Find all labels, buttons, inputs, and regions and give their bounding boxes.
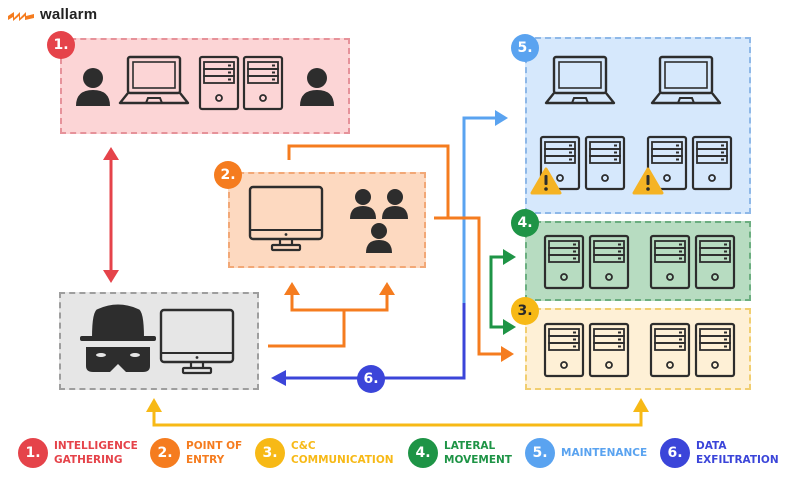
badge-stage-1: 1. [47, 31, 75, 59]
laptop-icon [650, 55, 722, 105]
legend-label: LATERAL [444, 440, 496, 452]
legend-badge: 3. [255, 438, 285, 468]
laptop-icon [118, 55, 190, 105]
arrow-point-of-entry [268, 144, 514, 362]
legend-item-lateral-movement: 4. LATERAL MOVEMENT [408, 438, 512, 468]
legend-item-intelligence-gathering: 1. INTELLIGENCE GATHERING [18, 438, 138, 468]
legend-label: MAINTENANCE [561, 447, 648, 459]
monitor-icon [248, 185, 324, 252]
server-icon [649, 322, 691, 378]
badge-stage-5: 5. [511, 34, 539, 62]
wallarm-logo: wallarm [8, 6, 97, 23]
badge-stage-6: 6. [357, 365, 385, 393]
arrow-data-exfiltration [271, 303, 466, 386]
legend-label: MOVEMENT [444, 454, 512, 466]
legend-label: ENTRY [186, 454, 225, 466]
server-icon [242, 55, 284, 111]
arrow-maintenance [462, 110, 508, 303]
wallarm-logo-icon [8, 11, 34, 21]
legend-badge: 6. [660, 438, 690, 468]
legend-badge: 5. [525, 438, 555, 468]
legend-label: POINT OF [186, 440, 243, 452]
legend-item-data-exfiltration: 6. DATA EXFILTRATION [660, 438, 779, 468]
server-icon [588, 322, 630, 378]
legend-badge: 4. [408, 438, 438, 468]
server-icon [694, 322, 736, 378]
server-icon [198, 55, 240, 111]
legend-item-point-of-entry: 2. POINT OF ENTRY [150, 438, 242, 468]
user-group-icon [350, 189, 408, 253]
warning-icon [530, 167, 562, 195]
server-icon [543, 234, 585, 290]
legend-label: C&C [291, 440, 316, 452]
user-icon [76, 68, 110, 106]
legend-badge: 2. [150, 438, 180, 468]
server-icon [694, 234, 736, 290]
server-icon [649, 234, 691, 290]
server-icon [543, 322, 585, 378]
server-icon [588, 234, 630, 290]
arrow-intelligence-gathering [103, 147, 119, 283]
brand-name: wallarm [40, 6, 98, 23]
badge-stage-2: 2. [214, 161, 242, 189]
legend-badge: 1. [18, 438, 48, 468]
legend-item-maintenance: 5. MAINTENANCE [525, 438, 647, 468]
warning-icon [632, 167, 664, 195]
monitor-icon [159, 308, 235, 375]
legend-label: EXFILTRATION [696, 454, 779, 466]
legend-label: INTELLIGENCE [54, 440, 138, 452]
badge-stage-3: 3. [511, 297, 539, 325]
laptop-icon [544, 55, 616, 105]
arrow-lateral-movement [489, 249, 516, 335]
server-icon [691, 135, 733, 191]
hacker-icon [80, 304, 156, 372]
legend-item-cc-communication: 3. C&C COMMUNICATION [255, 438, 394, 468]
zone-intelligence-gathering [60, 38, 350, 134]
arrow-cc-communication [146, 398, 649, 427]
legend-label: COMMUNICATION [291, 454, 394, 466]
legend-label: DATA [696, 440, 727, 452]
legend-label: GATHERING [54, 454, 123, 466]
user-icon [300, 68, 334, 106]
badge-stage-4: 4. [511, 209, 539, 237]
server-icon [584, 135, 626, 191]
